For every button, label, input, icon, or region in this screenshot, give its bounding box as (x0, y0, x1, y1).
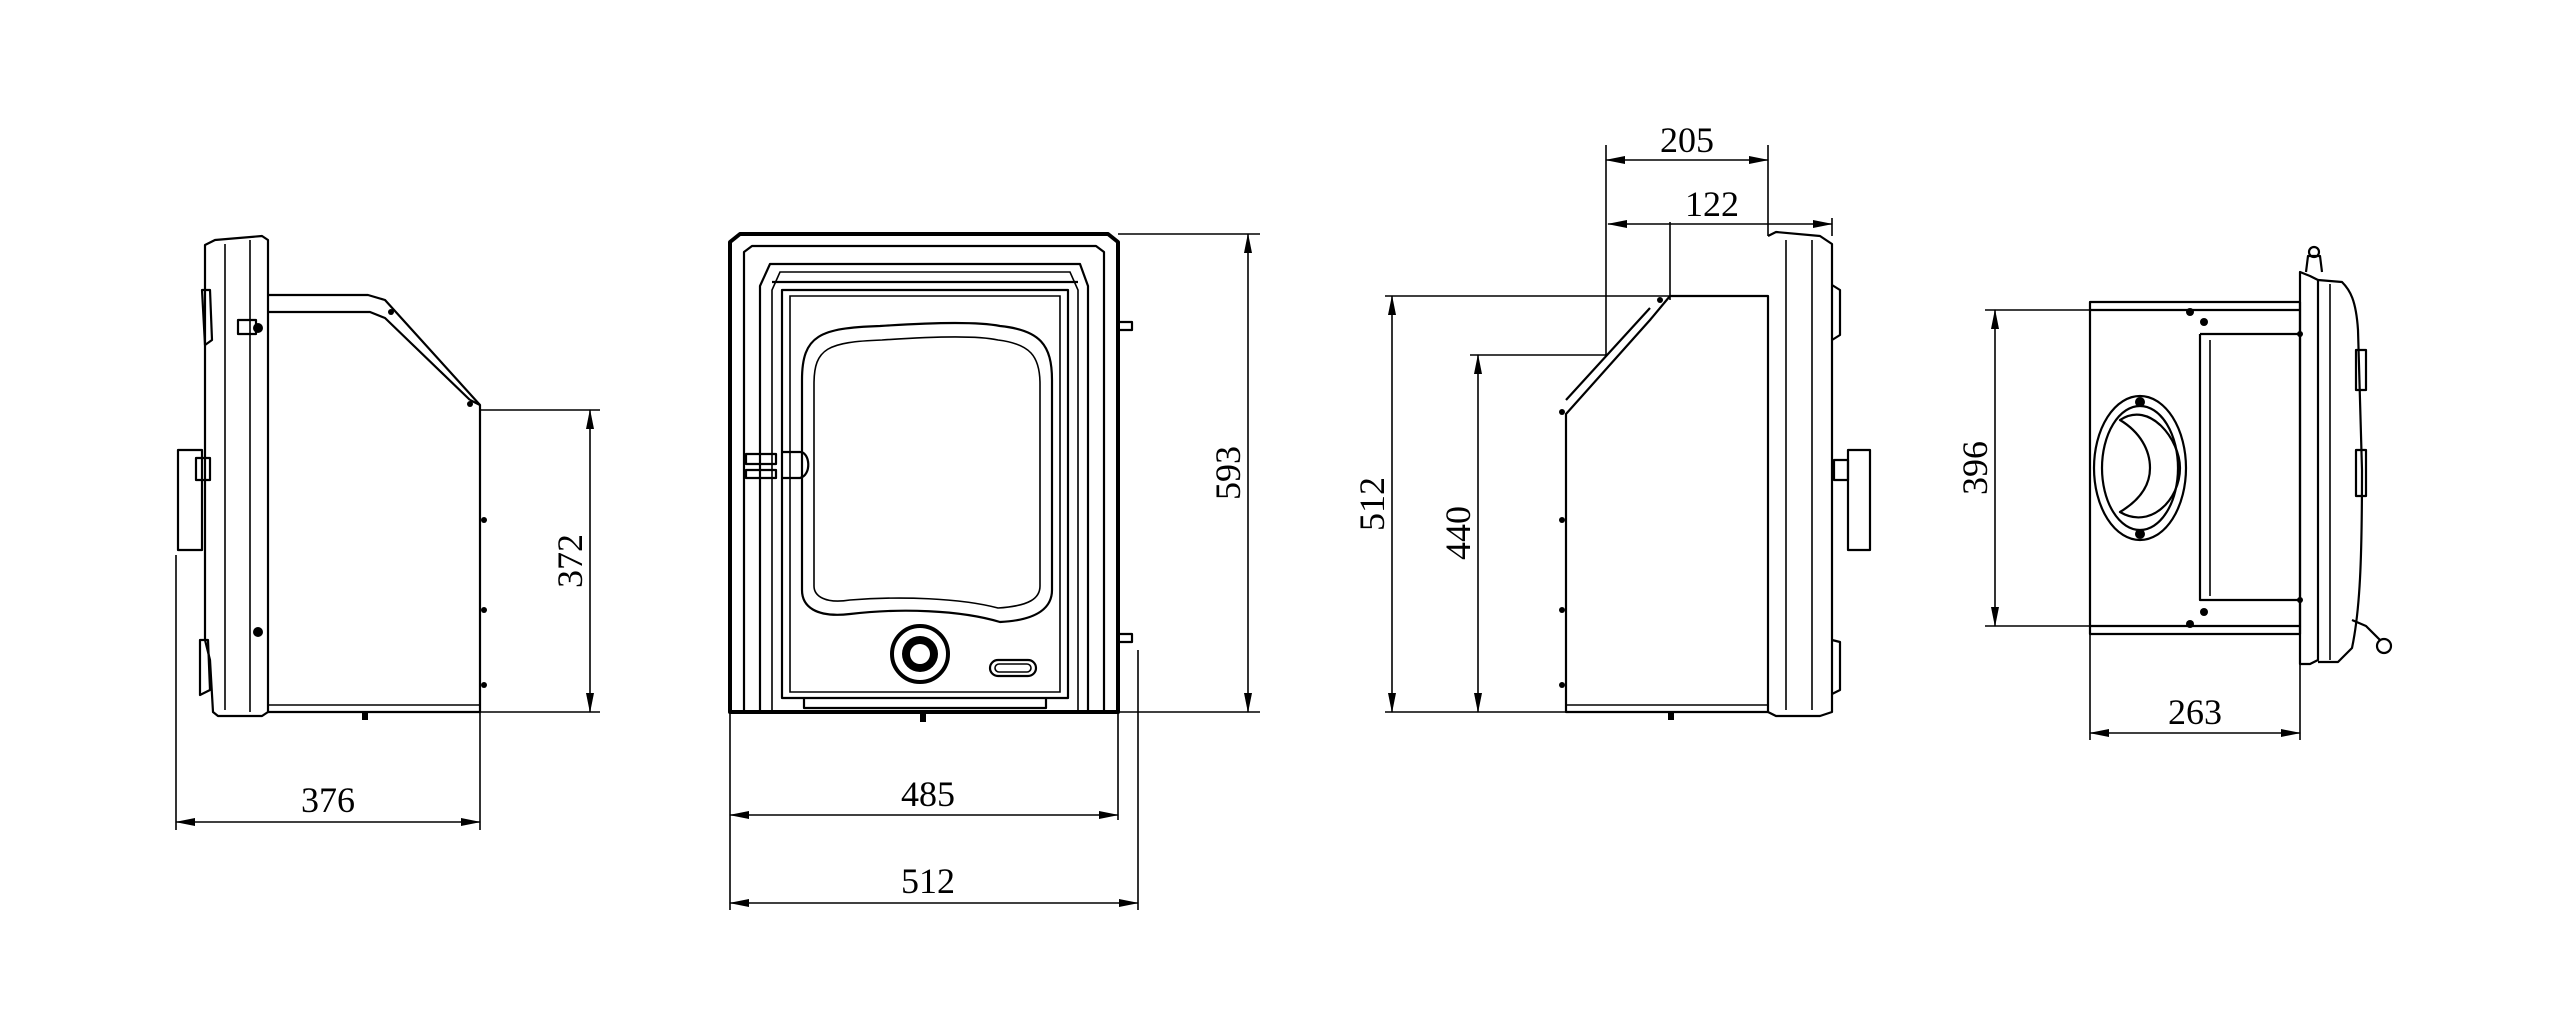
dim-label-376: 376 (301, 780, 355, 820)
dim-label-440: 440 (1438, 506, 1478, 560)
dim-label-263: 263 (2168, 692, 2222, 732)
dim-label-512-front: 512 (901, 861, 955, 901)
dim-label-372: 372 (550, 534, 590, 588)
front-view: 485 512 593 (728, 232, 1260, 910)
dim-label-512-side: 512 (1352, 477, 1392, 531)
side-view-left: 376 372 (175, 234, 600, 830)
dim-label-485: 485 (901, 774, 955, 814)
side-view-right: 205 122 512 440 (1352, 120, 1872, 720)
top-view: 396 263 (1955, 245, 2393, 740)
dim-label-205: 205 (1660, 120, 1714, 160)
dim-label-122: 122 (1685, 184, 1739, 224)
dim-label-593: 593 (1208, 446, 1248, 500)
dim-label-396: 396 (1955, 441, 1995, 495)
